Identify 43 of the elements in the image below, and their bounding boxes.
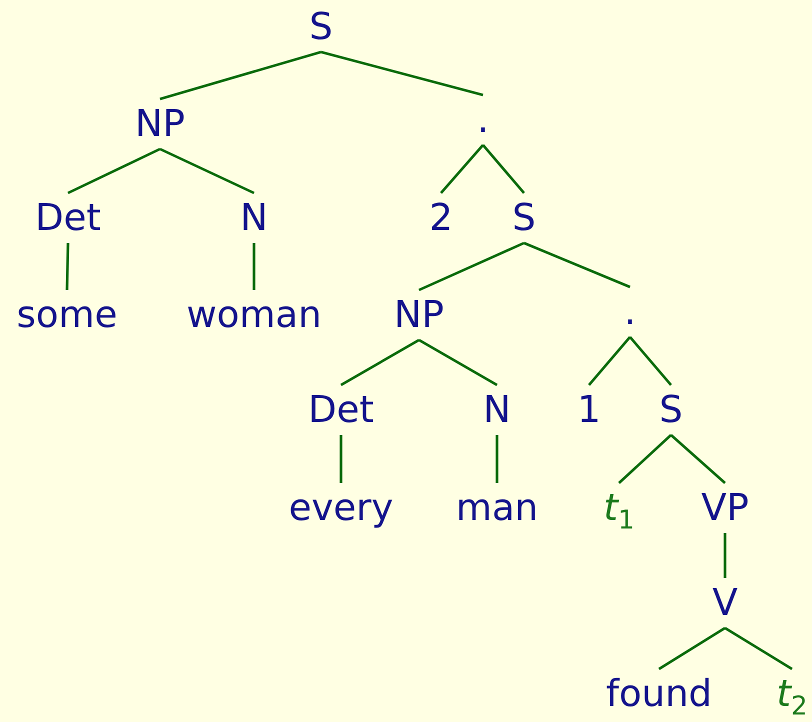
tree-branch xyxy=(724,626,793,670)
tree-branch xyxy=(320,50,484,96)
tree-node-label: S xyxy=(309,2,333,52)
tree-node-label: N xyxy=(240,193,268,243)
tree-node-label: Det xyxy=(308,385,374,435)
tree-branch xyxy=(252,243,256,290)
tree-branch xyxy=(670,434,726,484)
tree-node-label: VP xyxy=(701,483,749,533)
tree-node-label: N xyxy=(483,385,511,435)
tree-node-label: woman xyxy=(186,290,322,340)
tree-node-label: every xyxy=(288,483,394,533)
tree-branch xyxy=(496,435,498,483)
tree-node-label: S xyxy=(512,193,536,243)
tree-node-label: . xyxy=(477,95,489,145)
tree-branch xyxy=(524,242,630,288)
tree-branch xyxy=(618,434,672,484)
tree-node-label: some xyxy=(16,290,118,340)
tree-branch xyxy=(724,533,726,578)
tree-branch xyxy=(160,50,322,100)
tree-branch xyxy=(67,148,161,194)
tree-branch xyxy=(482,144,525,194)
tree-node-label: 2 xyxy=(429,193,453,243)
tree-branch xyxy=(340,435,342,483)
tree-branch xyxy=(658,626,726,670)
tree-node-label: found xyxy=(606,669,712,719)
tree-node-label: V xyxy=(712,578,738,628)
tree-node-label: NP xyxy=(394,290,444,340)
tree-branch xyxy=(588,336,631,386)
tree-node-label: . xyxy=(624,287,636,337)
tree-node-label: Det xyxy=(35,193,101,243)
tree-node-label: t$_{2}$ xyxy=(776,669,808,719)
tree-node-label: man xyxy=(456,483,538,533)
tree-branch xyxy=(159,148,255,194)
tree-branch xyxy=(440,144,484,194)
tree-node-label: t$_{1}$ xyxy=(604,483,634,533)
tree-branch xyxy=(418,242,525,292)
tree-branch xyxy=(418,338,498,386)
tree-branch xyxy=(66,242,70,290)
tree-branch xyxy=(340,338,420,386)
tree-node-label: S xyxy=(659,385,683,435)
tree-node-label: NP xyxy=(135,99,185,149)
tree-branch xyxy=(629,336,672,386)
tree-node-label: 1 xyxy=(577,385,601,435)
